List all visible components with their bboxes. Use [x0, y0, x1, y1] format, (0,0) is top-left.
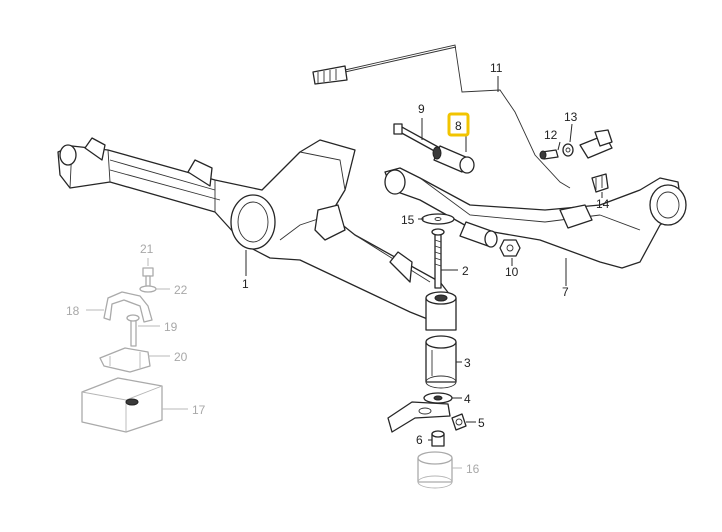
strap-18[interactable] [103, 291, 153, 323]
label-22[interactable]: 22 [174, 283, 188, 297]
leader-lines [86, 76, 603, 469]
axle-carrier[interactable] [57, 137, 451, 321]
bolt-9[interactable] [393, 123, 441, 154]
washer-22[interactable] [139, 285, 157, 293]
label-19[interactable]: 19 [164, 320, 178, 334]
trailing-arm[interactable] [384, 167, 687, 269]
label-2[interactable]: 2 [462, 264, 469, 278]
nut-10[interactable] [499, 239, 521, 257]
carrier-mount[interactable] [425, 291, 457, 331]
label-17[interactable]: 17 [192, 403, 206, 417]
washer-4[interactable] [423, 392, 453, 404]
label-6[interactable]: 6 [416, 433, 423, 447]
rubber-mount-8[interactable] [432, 145, 475, 174]
label-11[interactable]: 11 [490, 61, 503, 75]
label-16[interactable]: 16 [466, 462, 480, 476]
nut-6[interactable] [431, 430, 445, 447]
label-1[interactable]: 1 [242, 277, 249, 291]
clip-14[interactable] [591, 173, 609, 193]
brake-line[interactable] [312, 44, 571, 189]
label-7[interactable]: 7 [562, 285, 569, 299]
bracket[interactable] [387, 401, 451, 433]
label-13[interactable]: 13 [564, 110, 578, 124]
label-18[interactable]: 18 [66, 304, 80, 318]
bolt-12[interactable] [539, 149, 559, 160]
label-14[interactable]: 14 [596, 197, 610, 211]
stud-2[interactable] [431, 228, 445, 289]
label-10[interactable]: 10 [505, 265, 519, 279]
rubber-mount-inner[interactable] [459, 221, 498, 248]
label-3[interactable]: 3 [464, 356, 471, 370]
label-12[interactable]: 12 [544, 128, 558, 142]
washer-15[interactable] [421, 213, 455, 225]
sensor-bracket[interactable] [579, 129, 613, 159]
part-labels: 1 2 3 4 5 6 7 8 9 10 11 12 13 14 15 16 1… [66, 61, 610, 476]
bolt-19[interactable] [126, 314, 140, 347]
highlight-box-8 [447, 112, 470, 137]
bracket-20[interactable] [99, 347, 151, 373]
label-5[interactable]: 5 [478, 416, 485, 430]
label-21[interactable]: 21 [140, 242, 154, 256]
washer-13[interactable] [562, 143, 574, 157]
label-20[interactable]: 20 [174, 350, 188, 364]
bolt-21[interactable] [142, 267, 154, 287]
rubber-mount-3[interactable] [425, 335, 457, 389]
block-17[interactable] [81, 377, 163, 433]
label-15[interactable]: 15 [401, 213, 415, 227]
label-4[interactable]: 4 [464, 392, 471, 406]
label-8[interactable]: 8 [455, 119, 462, 133]
bolt-5[interactable] [451, 413, 467, 431]
label-9[interactable]: 9 [418, 102, 425, 116]
buffer-16[interactable] [417, 451, 453, 489]
